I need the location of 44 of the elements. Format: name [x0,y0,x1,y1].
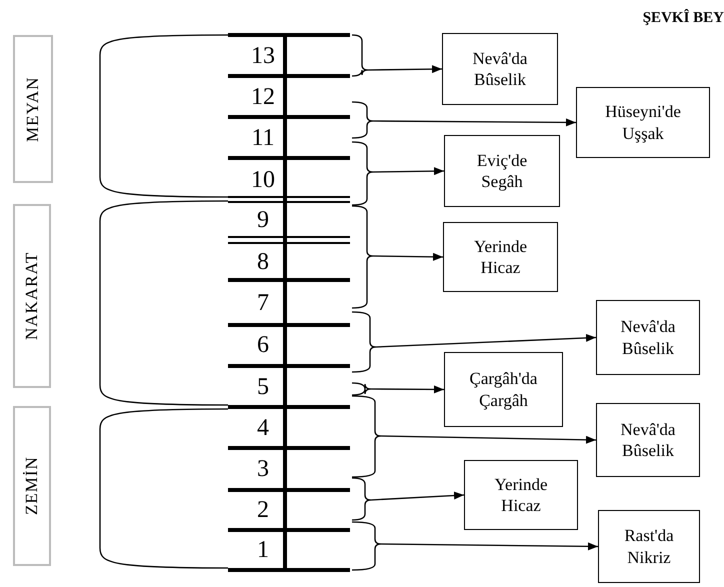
measure-number: 11 [250,126,276,150]
makam-box: Hüseyni'de Uşşak [576,87,710,158]
brace [352,311,377,373]
measure-number: 13 [250,44,276,68]
brace [352,395,382,478]
measure-number: 6 [256,333,270,357]
arrow [381,542,598,550]
brace [352,521,382,571]
measure-number: 5 [256,375,270,399]
arrow [376,334,596,348]
brace [352,101,374,139]
brace [352,34,369,77]
section-label: MEYAN [13,35,53,183]
arrow [380,435,596,444]
arrow [370,492,464,501]
arrow [368,65,442,74]
section-label: NAKARAT [13,204,51,388]
measure-number: 2 [256,498,270,522]
makam-box: Yerinde Hicaz [464,460,578,530]
measure-number: 3 [256,457,270,481]
brace [352,205,374,309]
measure-number: 4 [256,416,270,440]
brace [352,141,374,206]
brace [352,382,372,396]
measure-number: 7 [256,291,270,315]
measure-number: 10 [250,168,276,192]
makam-box: Nevâ'da Bûselik [596,403,700,477]
arrow [373,118,576,126]
section-label: ZEMİN [13,406,51,566]
makam-box: Rast'da Nikriz [598,510,700,583]
makam-box: Eviç'de Segâh [444,135,560,207]
makam-box: Nevâ'da Bûselik [442,33,558,105]
arrow [373,252,443,261]
measure-number: 8 [256,250,270,274]
title: ŞEVKÎ BEY [642,10,724,27]
arrow [371,385,444,394]
arrow [373,167,444,176]
measure-number: 9 [256,208,270,232]
makam-box: Çargâh'da Çargâh [444,352,563,427]
makam-box: Nevâ'da Bûselik [596,300,700,375]
makam-box: Yerinde Hicaz [443,222,558,292]
brace [352,477,372,521]
measure-number: 12 [250,85,276,109]
measure-number: 1 [256,538,270,562]
